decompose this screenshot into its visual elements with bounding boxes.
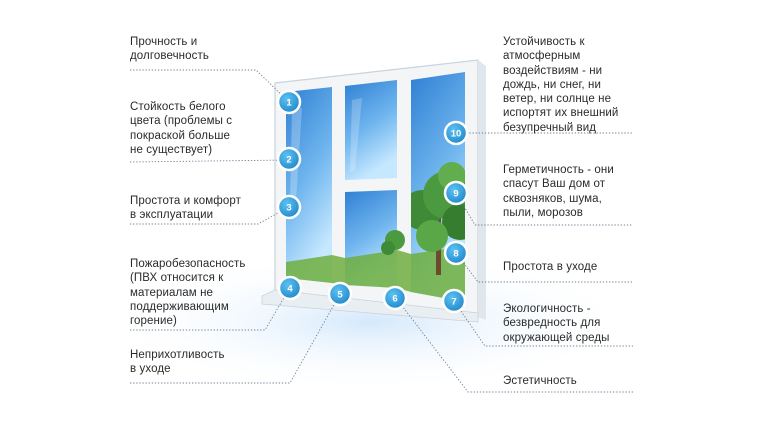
feature-label-5: Неприхотливость в уходе	[130, 349, 225, 376]
glass-pane-left	[286, 87, 332, 283]
badge-2: 2	[276, 146, 302, 172]
grass	[286, 246, 465, 302]
window-sill	[261, 289, 479, 323]
small-tree	[381, 230, 405, 255]
badge-6: 6	[382, 285, 408, 311]
leader-line-9	[455, 192, 633, 226]
feature-label-8: Простота в уходе	[503, 261, 598, 273]
badge-7: 7	[441, 288, 467, 314]
leader-line-1	[130, 69, 290, 103]
badge-number: 3	[286, 203, 291, 214]
leader-line-5	[130, 293, 341, 384]
badge-number: 6	[392, 294, 397, 305]
badge-9: 9	[443, 180, 469, 206]
leader-line-3	[130, 206, 290, 225]
leader-line-2	[129, 159, 290, 163]
feature-label-9: Герметичность - они спасут Ваш дом от ск…	[503, 164, 614, 219]
badge-4: 4	[277, 275, 303, 301]
badge-number: 8	[453, 249, 458, 260]
badge-10: 10	[443, 120, 469, 146]
badge-1: 1	[276, 89, 302, 115]
badge-8: 8	[443, 240, 469, 266]
feature-label-6: Эстетичность	[503, 375, 577, 387]
feature-label-2: Стойкость белого цвета (проблемы с покра…	[130, 101, 233, 156]
feature-badges: 1 2 3 4 5 6 7	[276, 89, 469, 314]
feature-label-1: Прочность и долговечность	[130, 36, 209, 63]
feature-label-3: Простота и комфорт в эксплуатации	[130, 195, 241, 222]
badge-number: 7	[451, 297, 456, 308]
feature-label-4: Пожаробезопасность (ПВХ относится к мате…	[130, 258, 246, 328]
badge-number: 5	[337, 290, 343, 301]
feature-label-10: Устойчивость к атмосферным воздействиям …	[503, 36, 619, 134]
badge-number: 10	[451, 129, 462, 140]
glass-reflection	[350, 98, 362, 172]
badge-5: 5	[327, 281, 353, 307]
feature-label-7: Экологичность - безвредность для окружаю…	[503, 303, 610, 344]
badge-number: 2	[286, 155, 291, 166]
frame-depth	[478, 60, 486, 320]
badge-number: 4	[287, 284, 293, 295]
badge-number: 9	[453, 189, 458, 200]
badge-3: 3	[276, 194, 302, 220]
leader-line-6	[395, 297, 633, 393]
glass-pane-middle-top	[345, 80, 397, 180]
badge-number: 1	[286, 98, 292, 109]
leader-line-8	[455, 252, 633, 283]
floor-glow	[100, 252, 640, 392]
